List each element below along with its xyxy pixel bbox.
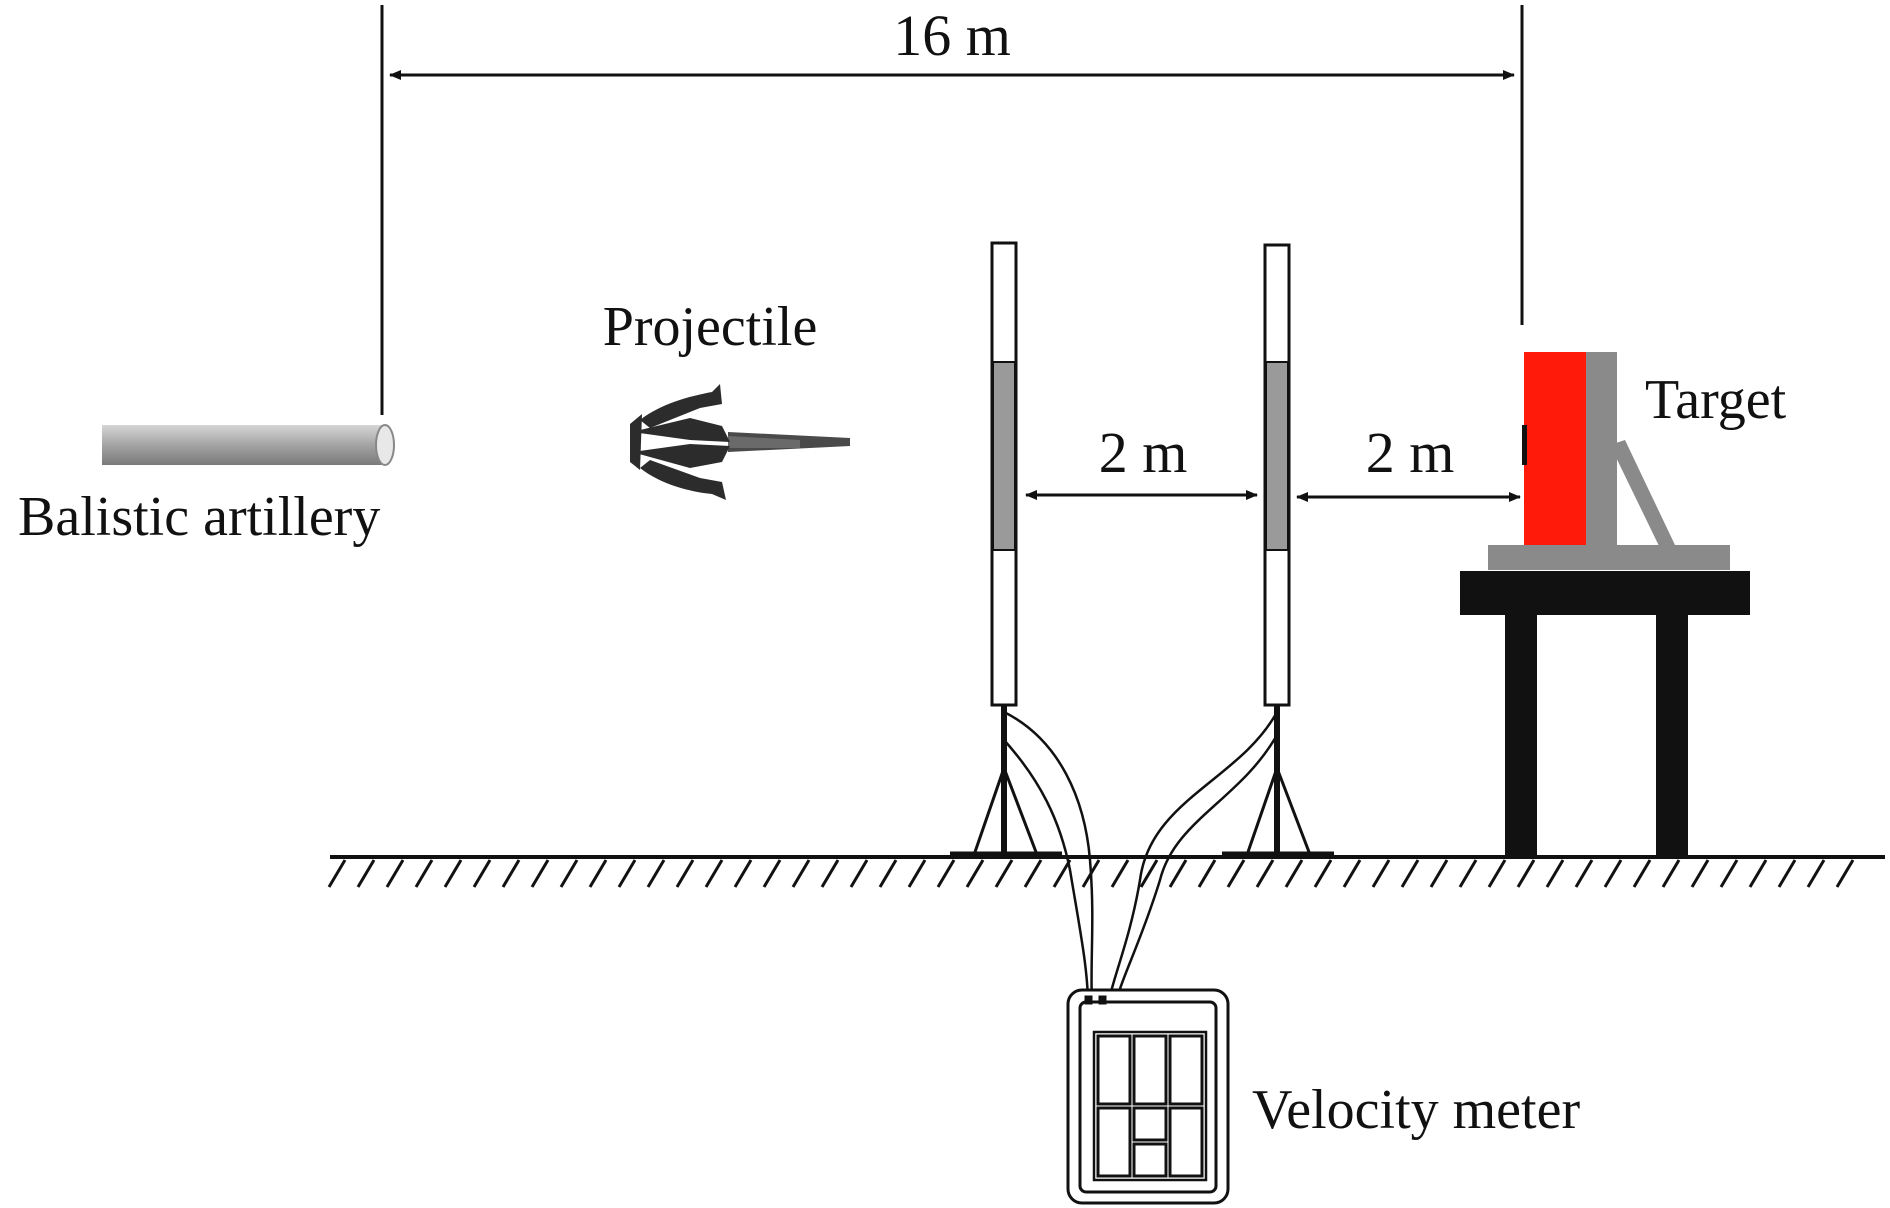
ground-hatch	[1690, 859, 1710, 888]
ground-hatch	[1458, 859, 1478, 888]
ground-hatch	[501, 859, 521, 888]
velocity-meter-device	[1066, 988, 1230, 1205]
target-block	[1488, 352, 1730, 570]
ground-hatch	[762, 859, 782, 888]
ground-hatch	[1284, 859, 1304, 888]
sensor-cables	[1003, 710, 1279, 1006]
ground-hatch	[617, 859, 637, 888]
ground-hatch	[1052, 859, 1072, 888]
ground-hatch	[1313, 859, 1333, 888]
ground-hatch	[820, 859, 840, 888]
ground-hatch	[1806, 859, 1826, 888]
total-distance-label: 16 m	[893, 3, 1011, 68]
ground-hatch	[1139, 859, 1159, 888]
ground-hatch	[1168, 859, 1188, 888]
ground-hatch	[356, 859, 376, 888]
ground-hatch	[994, 859, 1014, 888]
artillery-label: Balistic artillery	[18, 486, 380, 548]
ground-hatch	[1574, 859, 1594, 888]
gap-between-screens-label: 2 m	[1099, 420, 1188, 485]
ground-hatch	[472, 859, 492, 888]
ground-hatch	[1516, 859, 1536, 888]
ground-hatch	[1777, 859, 1797, 888]
ground-hatch	[907, 859, 927, 888]
ground-hatch	[327, 859, 347, 888]
ground-hatch	[1603, 859, 1623, 888]
ground-hatch	[704, 859, 724, 888]
ground-hatch	[936, 859, 956, 888]
projectile-icon	[630, 384, 850, 500]
ground-hatch	[1545, 859, 1565, 888]
ground-hatch	[385, 859, 405, 888]
ground-hatch	[791, 859, 811, 888]
velocity-meter-label: Velocity meter	[1252, 1079, 1580, 1141]
ground-hatch	[849, 859, 869, 888]
ground-hatch	[1429, 859, 1449, 888]
ground-hatch	[1632, 859, 1652, 888]
ground-hatch	[675, 859, 695, 888]
ground-line	[327, 855, 1885, 888]
velocity-screen-1	[950, 241, 1062, 859]
ground-hatch	[1835, 859, 1855, 888]
velocity-screen-2	[1222, 243, 1334, 859]
ground-hatch	[530, 859, 550, 888]
ground-hatch	[1748, 859, 1768, 888]
ground-hatch	[1487, 859, 1507, 888]
target-label: Target	[1645, 369, 1787, 431]
ground-hatch	[1661, 859, 1681, 888]
ground-hatch	[733, 859, 753, 888]
ground-hatch	[559, 859, 579, 888]
ground-hatch	[1342, 859, 1362, 888]
gap-screen-to-target-label: 2 m	[1366, 420, 1455, 485]
total-distance-dimension: 16 m	[380, 3, 1524, 415]
projectile-label: Projectile	[603, 296, 818, 358]
ground-hatch	[414, 859, 434, 888]
artillery-barrel	[102, 424, 395, 466]
ground-hatch	[878, 859, 898, 888]
ground-hatch	[588, 859, 608, 888]
ground-hatch	[1255, 859, 1275, 888]
ground-hatch	[443, 859, 463, 888]
ground-hatch	[1371, 859, 1391, 888]
ground-hatch	[1023, 859, 1043, 888]
ground-hatch	[1400, 859, 1420, 888]
ground-hatch	[1719, 859, 1739, 888]
target-table	[1460, 571, 1750, 857]
ground-hatch	[1226, 859, 1246, 888]
ground-hatch	[1110, 859, 1130, 888]
gap-dimension-screens: 2 m	[1025, 420, 1258, 500]
ground-hatch	[1197, 859, 1217, 888]
ground-hatch	[965, 859, 985, 888]
ground-hatch	[646, 859, 666, 888]
gap-dimension-target: 2 m	[1296, 420, 1521, 502]
